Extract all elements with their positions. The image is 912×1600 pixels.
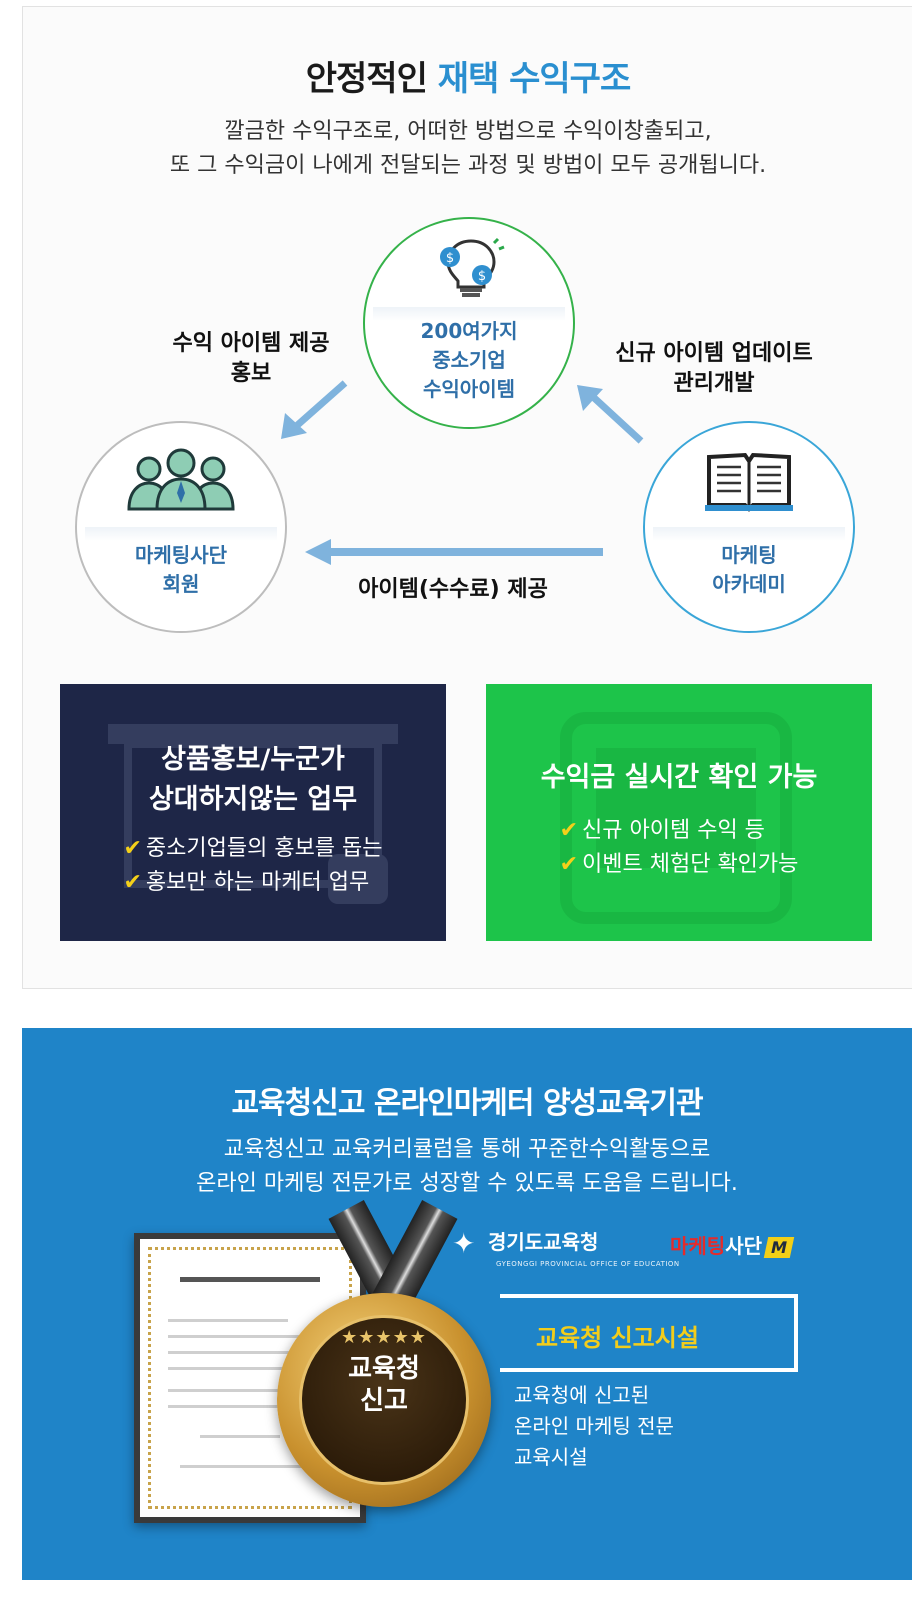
arrow-left-icon — [305, 539, 603, 565]
tablet-icon — [560, 712, 792, 924]
section-title: 안정적인 재택 수익구조 — [305, 59, 632, 99]
checkmark-icon: ✔ — [559, 818, 579, 843]
lightbulb-money-icon: $ $ — [440, 237, 505, 297]
list-item: ✔이벤트 체험단 확인가능 — [559, 852, 799, 877]
partner-logos: ✦경기도교육청 GYEONGGI PROVINCIAL OFFICE OF ED… — [452, 1220, 892, 1280]
circle-profit-items: $ $ 200여가지 중소기업 수익아이템 — [363, 217, 575, 429]
list-item: ✔중소기업들의 홍보를 돕는 — [123, 836, 383, 861]
stars-icon: ★★★★★ — [341, 1327, 427, 1348]
registered-facility-box: 교육청 신고시설 — [500, 1294, 798, 1372]
section-description: 깔금한 수익구조로, 어떠한 방법으로 수익이창출되고, 또 그 수익금이 나에… — [169, 119, 767, 178]
circle-marketing-academy: 마케팅 아카데미 — [643, 421, 855, 633]
medal-badge: ★★★★★ 교육청 신고 — [277, 1293, 491, 1507]
gyeonggi-education-logo: ✦경기도교육청 GYEONGGI PROVINCIAL OFFICE OF ED… — [452, 1227, 680, 1268]
svg-text:$: $ — [446, 251, 454, 266]
circle-marketing-members: 마케팅사단 회원 — [75, 421, 287, 633]
card-promotion-work: 상품홍보/누군가 상대하지않는 업무 ✔중소기업들의 홍보를 돕는 ✔홍보만 하… — [60, 684, 446, 941]
card-realtime-revenue: 수익금 실시간 확인 가능 ✔신규 아이템 수익 등 ✔이벤트 체험단 확인가능 — [486, 684, 872, 941]
people-group-icon — [127, 448, 235, 511]
checkmark-icon: ✔ — [123, 870, 142, 895]
checkmark-icon: ✔ — [123, 836, 142, 861]
checkmark-icon: ✔ — [559, 852, 579, 877]
label-commission: 아이템(수수료) 제공 — [358, 577, 548, 602]
list-item: ✔신규 아이템 수익 등 — [559, 818, 765, 843]
person-star-icon: ✦ — [452, 1227, 476, 1260]
education-office-section: 교육청신고 온라인마케터 양성교육기관 교육청신고 교육커리큘럼을 통해 꾸준한… — [22, 1028, 912, 1580]
svg-text:$: $ — [478, 269, 486, 284]
section-description: 교육청신고 교육커리큘럼을 통해 꾸준한수익활동으로 온라인 마케팅 전문가로 … — [196, 1137, 738, 1196]
label-provide-items: 수익 아이템 제공 홍보 — [172, 331, 330, 386]
title-highlight: 재택 수익구조 — [437, 59, 632, 99]
arrow-up-left-icon — [577, 385, 644, 444]
office-desk-icon — [108, 724, 398, 904]
revenue-structure-section: 안정적인 재택 수익구조 깔금한 수익구조로, 어떠한 방법으로 수익이창출되고… — [22, 6, 912, 989]
facility-description: 교육청에 신고된 온라인 마케팅 전문 교육시설 — [514, 1383, 674, 1469]
open-book-icon — [705, 452, 793, 512]
section-title: 교육청신고 온라인마케터 양성교육기관 — [231, 1086, 703, 1121]
label-new-items-update: 신규 아이템 업데이트 관리개발 — [615, 341, 813, 396]
list-item: ✔홍보만 하는 마케터 업무 — [123, 870, 370, 895]
arrow-down-left-icon — [281, 380, 348, 439]
